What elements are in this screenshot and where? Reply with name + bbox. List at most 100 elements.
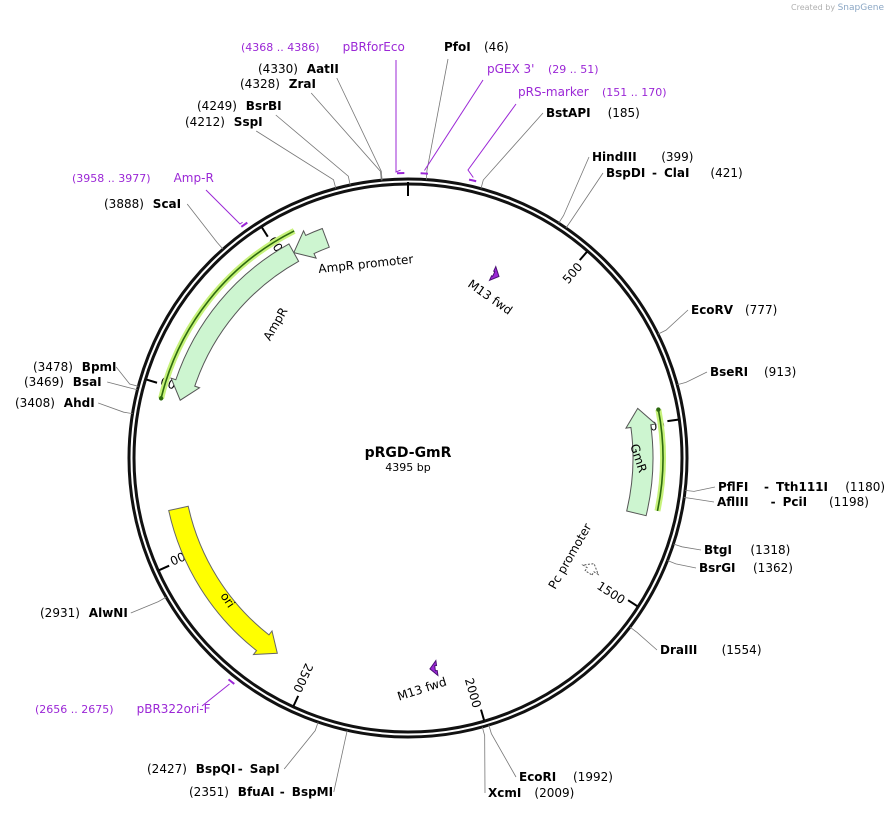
enzyme-leader [565,172,604,229]
enzyme-site-xcmi[interactable]: XcmI(2009) [488,786,574,800]
enzyme-leader [677,371,708,386]
enzyme-leader [629,626,658,651]
tick-label: 2000 [462,676,484,709]
enzyme-position: (1318) [750,543,790,557]
ori-feature [168,505,278,656]
gmr-feature [625,407,657,517]
enzyme-leader [130,596,167,614]
enzyme-leader [333,730,348,793]
primer-amp-r[interactable]: (3958 .. 3977)Amp-R [72,171,248,228]
enzyme-position: (3408) [15,396,55,410]
enzyme-name: Tth111I [776,480,828,494]
enzyme-site-bspqi[interactable]: (2427)BspQI-SapI [147,762,280,776]
enzyme-position: (1180) [845,480,885,494]
enzyme-leader [488,724,517,778]
feature-label: M13 fwd [465,277,515,318]
enzyme-leader [255,130,337,189]
enzyme-name: BtgI [704,543,732,557]
enzyme-position: (3469) [24,375,64,389]
enzyme-name: BsrGI [699,561,736,575]
enzyme-leader [425,58,449,180]
tick-mark [158,564,170,572]
enzyme-site-sspi[interactable]: (4212)SspI [185,115,263,129]
enzyme-site-bstapi[interactable]: BstAPI (185) [546,106,640,120]
enzyme-leader [684,497,715,503]
primer-name: Amp-R [174,171,214,185]
enzyme-leader [667,560,697,569]
tick-mark [292,695,300,707]
enzyme-position: (4249) [197,99,237,113]
orf-end [158,396,164,401]
primer-pgex-3-[interactable]: pGEX 3'(29 .. 51) [420,62,599,175]
primer-pbr322ori-f[interactable]: (2656 .. 2675)pBR322ori-F [35,678,235,716]
enzyme-name: BfuAI [238,785,275,799]
enzyme-leader [283,721,319,770]
enzyme-position: (3888) [104,197,144,211]
enzyme-site-pfoi[interactable]: PfoI(46) [444,40,509,54]
enzyme-position: (185) [608,106,640,120]
backbone-outer [127,177,689,739]
enzyme-site-pflfi[interactable]: PflFI-Tth111I(1180) [718,480,885,494]
snapgene-watermark: Created by SnapGene [791,3,884,13]
enzyme-site-scai[interactable]: (3888)ScaI [104,197,181,211]
enzyme-site-ahdi[interactable]: (3408)AhdI [15,396,95,410]
tick-label: 1500 [594,579,627,607]
enzyme-position: (1362) [753,561,793,575]
enzyme-name: BsaI [73,375,102,389]
enzyme-leader [115,366,139,387]
enzyme-leader [336,77,383,181]
ampr-feature [170,243,300,401]
enzyme-site-bseri[interactable]: BseRI(913) [710,365,796,379]
enzyme-site-aatii[interactable]: (4330)AatII [258,62,339,76]
primer-prs-marker[interactable]: pRS-marker(151 .. 170) [467,85,667,183]
pc-promoter-feature [581,563,600,576]
enzyme-name: BseRI [710,365,748,379]
enzyme-site-btgi[interactable]: BtgI (1318) [704,543,790,557]
enzyme-site-ecorv[interactable]: EcoRV(777) [691,303,777,317]
enzyme-site-bpmi[interactable]: (3478)BpmI [33,360,117,374]
tick-label: 500 [560,260,586,286]
enzyme-position: (2931) [40,606,80,620]
ampr-promoter-feature [293,227,330,259]
enzyme-name: BspMI [292,785,333,799]
enzyme-site-bspdi[interactable]: BspDI-ClaI(421) [606,166,743,180]
tick-mark [146,378,158,384]
primer-range: (2656 .. 2675) [35,703,114,716]
enzyme-site-zrai[interactable]: (4328)ZraI [240,77,316,91]
enzyme-leader [310,92,382,181]
primer-leader [424,79,484,171]
enzyme-separator: - [652,166,657,180]
primer-leader [467,103,517,178]
enzyme-name: BstAPI [546,106,591,120]
feature-label: M13 fwd [396,675,449,704]
primer-pbrforeco[interactable]: (4368 .. 4386)pBRforEco [241,40,405,175]
enzyme-name: AflIII [717,495,749,509]
enzyme-site-draiii[interactable]: DraIII(1554) [660,643,762,657]
enzyme-site-bsai[interactable]: (3469) BsaI [24,375,102,389]
enzyme-site-ecori[interactable]: EcoRI (1992) [519,770,613,784]
enzyme-site-hindiii[interactable]: HindIII(399) [592,150,693,164]
plasmid-length: 4395 bp [385,461,430,474]
enzyme-name: BsrBI [246,99,282,113]
enzyme-name: EcoRI [519,770,556,784]
enzyme-site-alwni[interactable]: (2931)AlwNI [40,606,128,620]
enzyme-site-bsrgi[interactable]: BsrGI (1362) [699,561,793,575]
enzyme-site-afliii[interactable]: AflIII-PciI(1198) [717,495,869,509]
feature-label: Pc promoter [546,521,595,592]
enzyme-name: AatII [307,62,339,76]
plasmid-name: pRGD-GmR [365,445,452,461]
enzyme-leader [685,486,716,492]
primer-name: pGEX 3' [487,62,534,76]
enzyme-name: PciI [783,495,808,509]
m13-fwd-primer-arrow [488,265,500,282]
enzyme-name: BpmI [82,360,117,374]
enzyme-name: EcoRV [691,303,734,317]
enzyme-leader [480,112,544,189]
enzyme-site-bfuai[interactable]: (2351)BfuAI-BspMI [189,785,333,799]
enzyme-position: (1992) [573,770,613,784]
orf-end [656,407,661,412]
enzyme-site-bsrbi[interactable]: (4249) BsrBI [197,99,282,113]
enzyme-leader [107,381,138,391]
